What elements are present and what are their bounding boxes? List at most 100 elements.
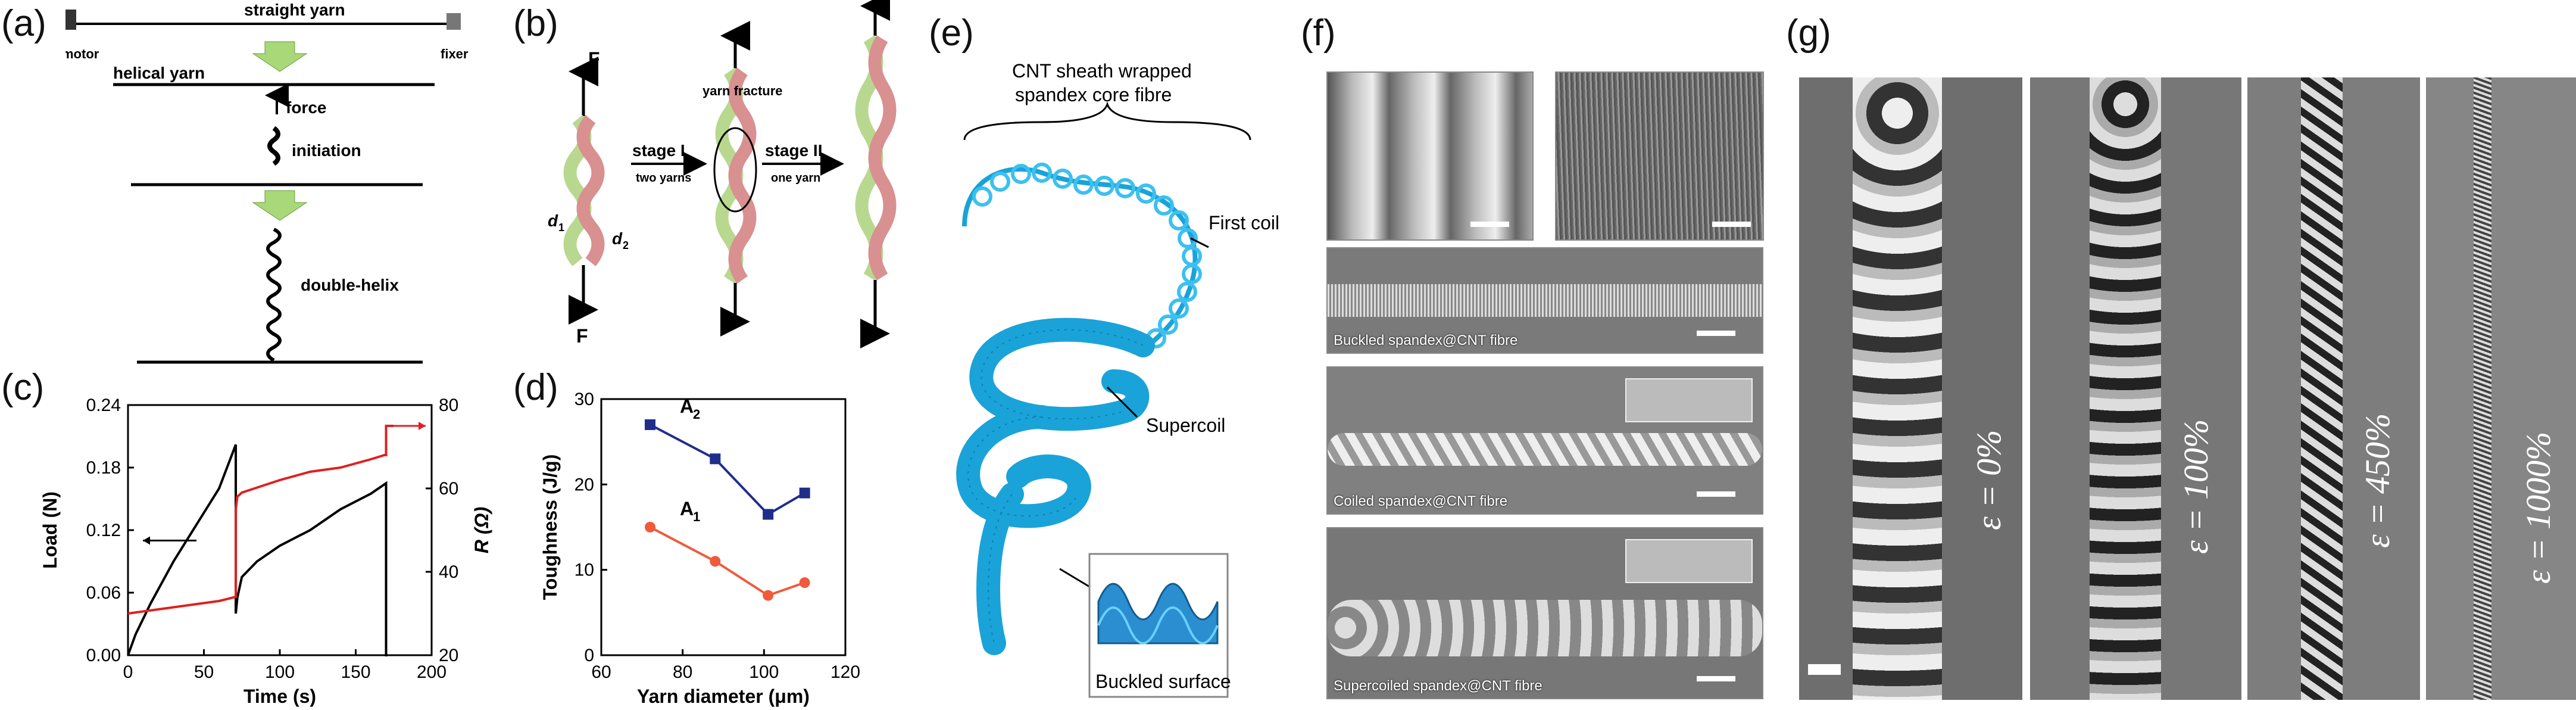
strain-image-100: ε = 100%: [2030, 77, 2241, 700]
y2-tick-label: 60: [439, 479, 458, 499]
panel-label-c: (c): [1, 367, 45, 408]
force-label: force: [286, 98, 326, 117]
series-line-2: [650, 526, 805, 597]
y-tick-label: 10: [574, 560, 594, 580]
y-tick-label: 0.24: [86, 396, 121, 415]
data-point-circle: [763, 590, 774, 601]
buckled-surface-label: Buckled surface: [1095, 671, 1231, 692]
motor-block: [65, 10, 76, 30]
y2-tick-label: 20: [439, 646, 458, 665]
yarn-strand-3: [855, 35, 897, 281]
supercoil-texture: [967, 329, 1144, 644]
scale-bar: [1697, 331, 1735, 336]
two-yarns-label: two yarns: [636, 172, 691, 185]
double-helix-label: double-helix: [301, 276, 399, 294]
d1-label: d: [548, 211, 558, 230]
series-name-subscript: 2: [693, 407, 700, 422]
x-tick-label: 120: [830, 662, 860, 682]
inset-supercoiled: [1625, 539, 1753, 583]
d2-sub: 2: [623, 239, 629, 251]
series-line-2: [127, 425, 394, 615]
scale-bar: [1470, 222, 1509, 227]
fixer-label: fixer: [441, 46, 469, 61]
panel-label-d: (d): [513, 367, 558, 408]
y-axis-label: Toughness (J/g): [539, 454, 561, 600]
initiation-label: initiation: [292, 141, 361, 160]
buckled-surface-shape: [1097, 583, 1219, 644]
series-name-subscript: 1: [693, 509, 700, 524]
yarn-fracture-label: yarn fracture: [702, 83, 783, 98]
y-tick-label: 0.06: [86, 583, 121, 603]
x-tick-label: 100: [749, 662, 779, 682]
sem-image-top-left: [1326, 71, 1534, 241]
process-arrow-1: [252, 41, 308, 72]
series-line-1: [127, 444, 388, 656]
double-helix-shape: [266, 228, 282, 362]
first-coil-label: First coil: [1209, 212, 1279, 233]
helical-yarn-label: helical yarn: [113, 64, 205, 82]
d2-label: d: [612, 229, 623, 248]
x-tick-label: 50: [194, 662, 214, 682]
y-tick-label: 0.18: [86, 458, 121, 478]
stage-2-label: stage II: [765, 141, 822, 160]
panel-b-diagram: F F d 1 d 2 stage I two yarns yarn fract…: [548, 0, 897, 348]
panel-label-e: (e): [929, 13, 974, 54]
d1-sub: 1: [558, 222, 564, 233]
y-tick-label: 0.12: [86, 521, 121, 540]
y2-tick-label: 80: [439, 396, 458, 415]
data-point-circle: [799, 577, 810, 588]
data-point-square: [645, 419, 655, 430]
yarn-strand-2: [715, 67, 757, 284]
panel-label-f: (f): [1301, 13, 1336, 54]
y-tick-label: 20: [574, 475, 594, 494]
x-tick-label: 200: [417, 662, 446, 682]
strain-label-100: ε = 100%: [2177, 419, 2215, 554]
yarn-strand-1: [563, 114, 605, 267]
inset-coiled: [1625, 378, 1753, 422]
panel-label-b: (b): [513, 3, 558, 44]
data-point-square: [799, 487, 810, 499]
x-tick-label: 0: [123, 662, 133, 682]
series-line-1: [650, 423, 805, 516]
first-coil: [962, 167, 1198, 347]
y-axis-label: Load (N): [39, 491, 61, 569]
sem-buckled-fibre: Buckled spandex@CNT fibre: [1326, 247, 1763, 354]
x-tick-label: 60: [591, 662, 611, 682]
x-axis-label: Time (s): [243, 686, 316, 707]
sem-coiled-fibre: Coiled spandex@CNT fibre: [1326, 366, 1763, 515]
process-arrow-2: [252, 190, 308, 221]
strain-image-1000: ε = 1000%: [2426, 77, 2576, 700]
strain-label-0: ε = 0%: [1969, 429, 2008, 530]
series-name: A: [680, 396, 694, 417]
strain-label-450: ε = 450%: [2358, 413, 2397, 548]
motor-label: motor: [65, 46, 99, 61]
strain-label-1000: ε = 1000%: [2519, 431, 2558, 584]
panel-a-diagram: straight yarn motor fixer helical yarn f…: [65, 1, 469, 364]
plot-frame: [600, 398, 847, 656]
scale-bar: [1697, 676, 1735, 681]
left-axis-arrowhead: [143, 536, 150, 545]
y-tick-label: 0.00: [86, 646, 121, 665]
y2-axis-label: R (Ω): [471, 507, 492, 553]
x-axis-label: Yarn diameter (μm): [637, 686, 810, 707]
stage-1-label: stage I: [632, 141, 685, 160]
sem-supercoiled-fibre: Supercoiled spandex@CNT fibre: [1326, 527, 1763, 699]
panel-label-g: (g): [1786, 13, 1831, 54]
data-point-square: [710, 453, 721, 465]
data-point-square: [763, 509, 774, 520]
caption-coiled: Coiled spandex@CNT fibre: [1334, 493, 1508, 509]
first-coil-rings: [972, 163, 1202, 348]
fixer-block: [446, 13, 461, 30]
fracture-circle: [713, 127, 757, 213]
force-label-bottom: F: [576, 325, 588, 347]
right-axis-arrowhead: [419, 422, 426, 430]
x-tick-label: 100: [265, 662, 295, 682]
caption-buckled: Buckled spandex@CNT fibre: [1334, 332, 1518, 348]
y2-tick-label: 40: [439, 562, 458, 582]
x-tick-label: 80: [673, 662, 692, 682]
panel-e-illustration: CNT sheath wrapped spandex core fibre Fi…: [956, 60, 1279, 698]
cnt-title-line2: spandex core fibre: [1015, 84, 1172, 105]
cnt-title-line1: CNT sheath wrapped: [1012, 60, 1192, 82]
